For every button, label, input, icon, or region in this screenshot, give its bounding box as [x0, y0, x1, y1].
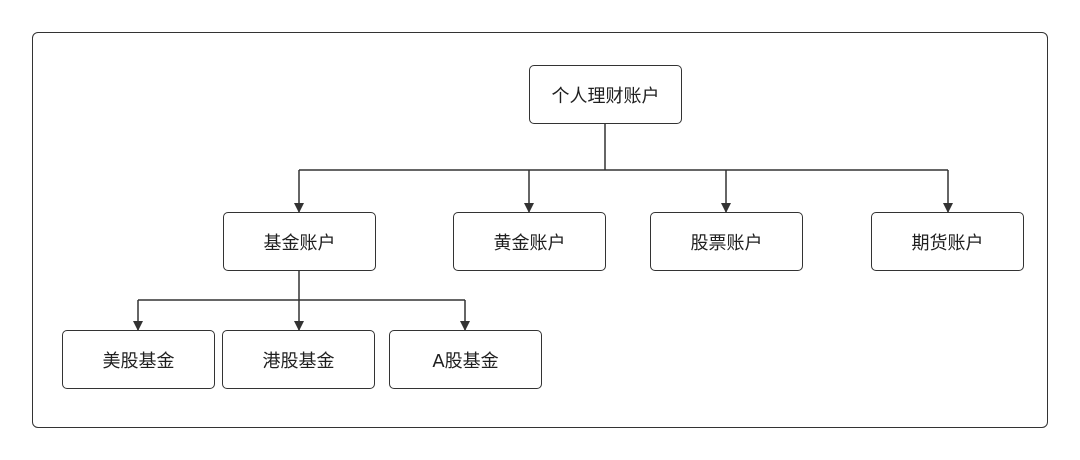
node-hk-stock-fund: 港股基金	[222, 330, 375, 389]
node-gold-account: 黄金账户	[453, 212, 606, 271]
node-stock-account: 股票账户	[650, 212, 803, 271]
node-label: 黄金账户	[493, 232, 566, 254]
node-label: A股基金	[432, 350, 499, 372]
node-futures-account: 期货账户	[871, 212, 1024, 271]
node-label: 股票账户	[690, 232, 763, 254]
node-label: 期货账户	[911, 232, 984, 254]
node-personal-finance-account: 个人理财账户	[529, 65, 682, 124]
node-fund-account: 基金账户	[223, 212, 376, 271]
node-label: 个人理财账户	[551, 85, 660, 107]
node-label: 港股基金	[262, 350, 335, 372]
node-us-stock-fund: 美股基金	[62, 330, 215, 389]
node-label: 基金账户	[263, 232, 336, 254]
node-label: 美股基金	[102, 350, 175, 372]
node-a-share-fund: A股基金	[389, 330, 542, 389]
diagram-frame	[32, 32, 1048, 428]
